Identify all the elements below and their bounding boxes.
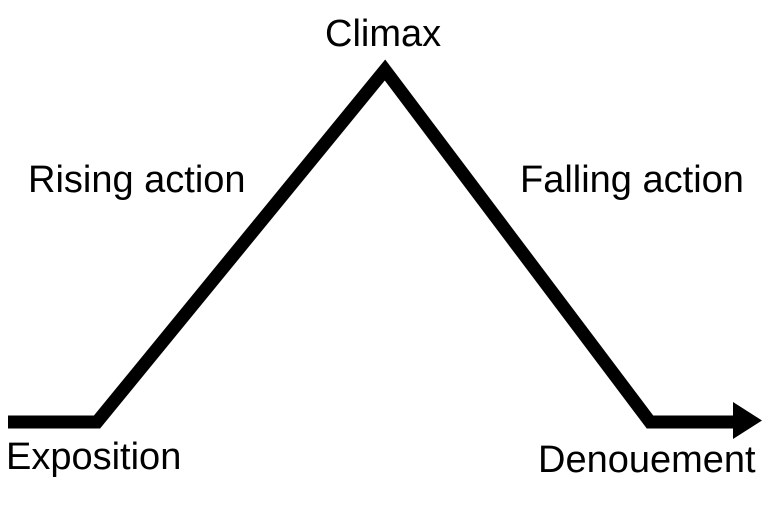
climax-label: Climax	[325, 13, 442, 55]
exposition-label: Exposition	[6, 436, 182, 478]
rising-action-label: Rising action	[28, 159, 246, 201]
arrowhead-icon	[733, 402, 762, 439]
denouement-label: Denouement	[538, 439, 756, 481]
falling-action-label: Falling action	[520, 159, 744, 201]
story-arc-line	[8, 59, 740, 429]
